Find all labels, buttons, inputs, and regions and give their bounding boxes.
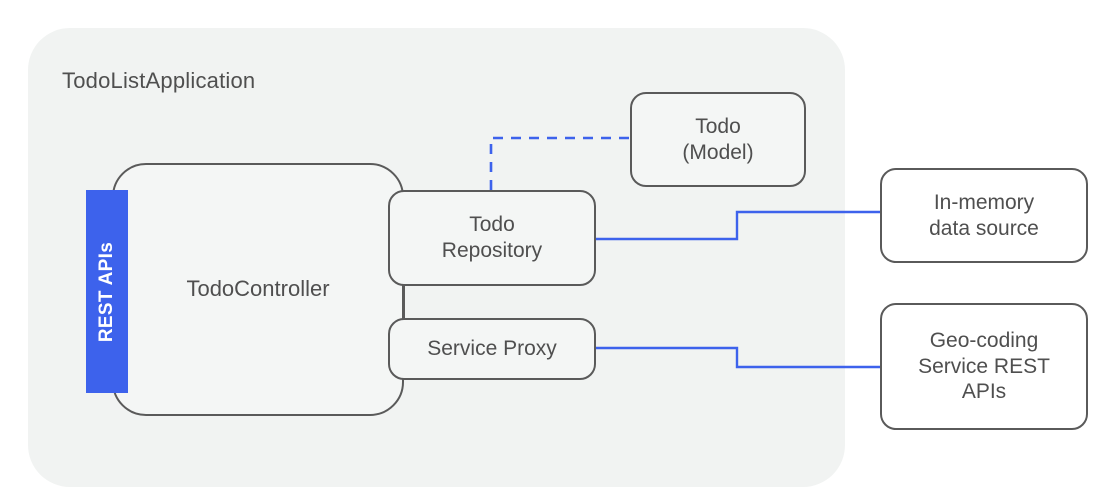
rest-apis-tab-label: REST APIs xyxy=(96,241,117,342)
node-service-proxy-label: Service Proxy xyxy=(427,337,557,361)
rest-apis-tab[interactable]: REST APIs xyxy=(86,190,128,393)
node-in-memory-line1: In-memory xyxy=(933,190,1035,214)
node-todo-model[interactable]: Todo (Model) xyxy=(630,92,806,187)
node-in-memory-data-source-label: In-memory data source xyxy=(929,190,1039,241)
node-service-proxy[interactable]: Service Proxy xyxy=(388,318,596,380)
node-todo-repository-line1: Todo xyxy=(469,213,515,237)
node-todo-model-line1: Todo xyxy=(695,114,741,138)
node-geocoding-line3: APIs xyxy=(961,380,1007,404)
node-todo-repository[interactable]: Todo Repository xyxy=(388,190,596,286)
node-geocoding-line1: Geo-coding xyxy=(929,329,1039,353)
node-in-memory-data-source[interactable]: In-memory data source xyxy=(880,168,1088,263)
node-in-memory-line2: data source xyxy=(929,216,1039,240)
application-title: TodoListApplication xyxy=(62,68,256,93)
node-todo-controller[interactable]: TodoController xyxy=(112,163,404,416)
node-todo-model-label: Todo (Model) xyxy=(682,114,753,165)
node-geocoding-service[interactable]: Geo-coding Service REST APIs xyxy=(880,303,1088,430)
node-todo-repository-line2: Repository xyxy=(441,239,543,262)
node-todo-repository-label: Todo Repository xyxy=(442,212,542,263)
node-todo-model-line2: (Model) xyxy=(682,140,754,164)
node-geocoding-service-label: Geo-coding Service REST APIs xyxy=(918,328,1050,405)
node-geocoding-line2: Service REST xyxy=(918,354,1050,378)
node-todo-controller-label: TodoController xyxy=(186,276,330,302)
